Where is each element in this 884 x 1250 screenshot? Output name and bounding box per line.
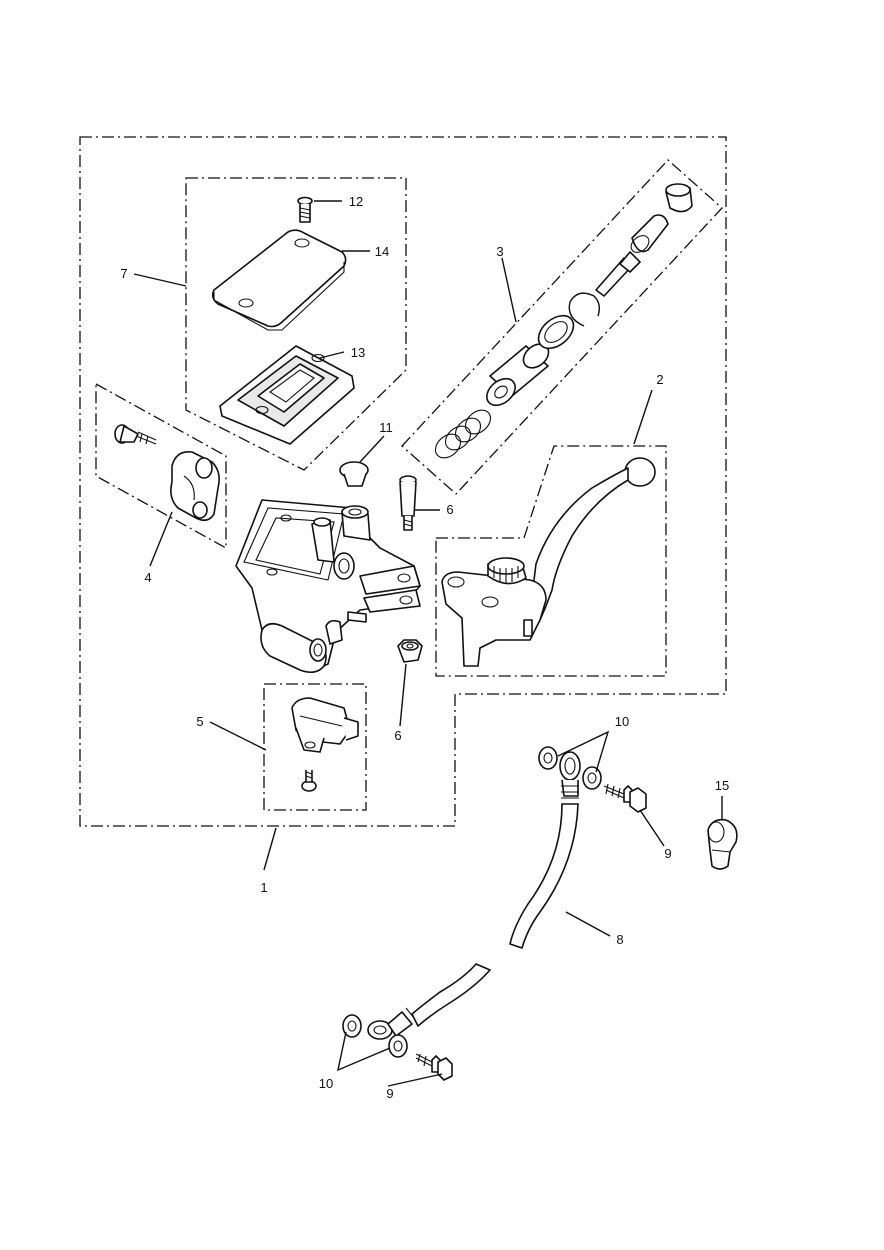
reservoir-cap-group-7-boundary (185, 177, 407, 471)
brake-lever-2 (441, 457, 656, 667)
callout-labels: 1 2 3 4 5 6 6 7 8 9 9 10 10 11 12 13 14 … (120, 194, 729, 1101)
assembly-1-boundary (79, 136, 727, 827)
lever-group-2-boundary (435, 445, 667, 677)
clamp-bolt (114, 424, 157, 445)
sealing-washer-10-top-b (582, 766, 602, 790)
callout-12: 12 (349, 194, 363, 209)
callout-7: 7 (120, 266, 127, 281)
pivot-bolt-6 (399, 475, 417, 531)
callout-8: 8 (616, 932, 623, 947)
callout-9-bottom: 9 (386, 1086, 393, 1101)
leader-lines (133, 200, 723, 1087)
callout-3: 3 (496, 244, 503, 259)
callout-6-bottom: 6 (394, 728, 401, 743)
clamp-4 (114, 424, 220, 522)
master-cylinder-body (235, 499, 421, 674)
callout-11: 11 (379, 420, 393, 435)
callout-6-top: 6 (446, 502, 453, 517)
callout-13: 13 (351, 345, 365, 360)
banjo-bolt-9-top (603, 783, 647, 813)
callout-1: 1 (260, 880, 267, 895)
callout-2: 2 (656, 372, 663, 387)
callout-9-top: 9 (664, 846, 671, 861)
callout-15: 15 (715, 778, 729, 793)
brake-hose-8 (367, 751, 581, 1040)
piston (486, 343, 550, 407)
callout-14: 14 (375, 244, 389, 259)
callout-5: 5 (196, 714, 203, 729)
pivot-nut-6 (397, 639, 423, 663)
cap-11 (339, 461, 369, 487)
piston-kit-3 (434, 183, 693, 459)
piston-kit-group-3-boundary (401, 159, 723, 495)
callout-4: 4 (144, 570, 151, 585)
brake-light-switch-5 (291, 697, 359, 792)
sealing-washer-10-bottom-b (388, 1034, 408, 1058)
piston-seal-ring (537, 314, 575, 350)
reservoir-cap-14 (211, 229, 347, 331)
clamp-body (170, 450, 220, 522)
dust-boot (630, 214, 669, 253)
sealing-washer-10-top-a (538, 746, 558, 770)
circlip (568, 292, 601, 327)
cap-screw-12 (297, 196, 313, 223)
switch-screw (301, 770, 317, 792)
return-spring (434, 409, 492, 459)
callout-10-top: 10 (615, 714, 629, 729)
hose-boot-15 (707, 818, 738, 870)
clamp-group-4-boundary (95, 382, 227, 550)
sealing-washer-10-bottom-a (342, 1014, 362, 1038)
push-rod (595, 251, 641, 297)
callout-10-bottom: 10 (319, 1076, 333, 1091)
end-cap (665, 183, 693, 213)
diaphragm-plate-13 (219, 345, 355, 445)
switch-group-5-boundary (263, 683, 367, 811)
